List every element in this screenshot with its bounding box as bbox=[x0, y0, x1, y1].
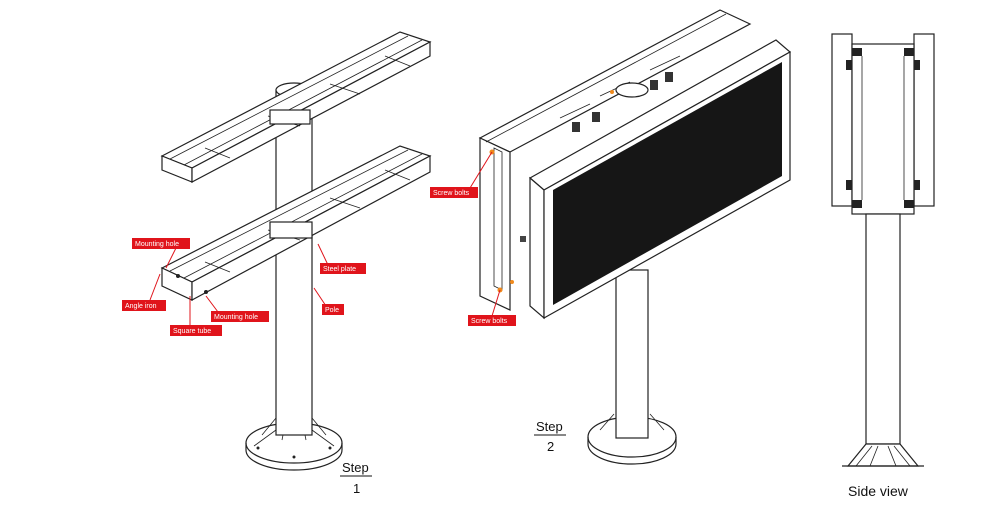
callout-screw-bolts-2: Screw bolts bbox=[468, 289, 516, 326]
svg-text:Screw bolts: Screw bolts bbox=[471, 318, 508, 325]
step2-pole bbox=[615, 269, 649, 439]
svg-text:Step: Step bbox=[536, 419, 563, 434]
step1-upper-frame bbox=[160, 31, 432, 183]
callout-square-tube: Square tube bbox=[170, 296, 222, 336]
svg-text:1: 1 bbox=[353, 481, 360, 496]
step2-led-screen bbox=[528, 39, 792, 320]
callout-mounting-hole-1: Mounting hole bbox=[132, 238, 190, 269]
step2-figure: Screw bolts Screw bolts Step 2 bbox=[430, 9, 792, 465]
callout-steel-plate: Steel plate bbox=[317, 243, 366, 274]
svg-text:Square tube: Square tube bbox=[173, 328, 211, 335]
side-view-caption: Side view bbox=[848, 483, 909, 499]
svg-text:Screw bolts: Screw bolts bbox=[433, 190, 470, 197]
step2-rear-cabinet bbox=[478, 9, 752, 311]
svg-text:2: 2 bbox=[547, 439, 554, 454]
side-view-figure: Side view bbox=[831, 33, 935, 499]
svg-text:Steel plate: Steel plate bbox=[323, 266, 356, 273]
svg-text:Angle iron: Angle iron bbox=[125, 303, 157, 310]
callout-screw-bolts-1: Screw bolts bbox=[430, 151, 493, 198]
step1-pole bbox=[275, 82, 313, 436]
svg-text:Side view: Side view bbox=[848, 483, 909, 499]
step1-lower-frame bbox=[160, 145, 432, 302]
callout-pole: Pole bbox=[313, 287, 344, 315]
step1-figure: Mounting hole Steel plate Angle iron Mou… bbox=[122, 31, 432, 496]
svg-text:Step: Step bbox=[342, 460, 369, 475]
step1-caption: Step 1 bbox=[340, 460, 372, 496]
svg-text:Mounting hole: Mounting hole bbox=[135, 241, 179, 248]
svg-text:Mounting hole: Mounting hole bbox=[214, 314, 258, 321]
callout-angle-iron: Angle iron bbox=[122, 273, 166, 311]
svg-text:Pole: Pole bbox=[325, 307, 339, 314]
callout-mounting-hole-2: Mounting hole bbox=[205, 295, 269, 322]
step2-caption: Step 2 bbox=[534, 419, 566, 454]
